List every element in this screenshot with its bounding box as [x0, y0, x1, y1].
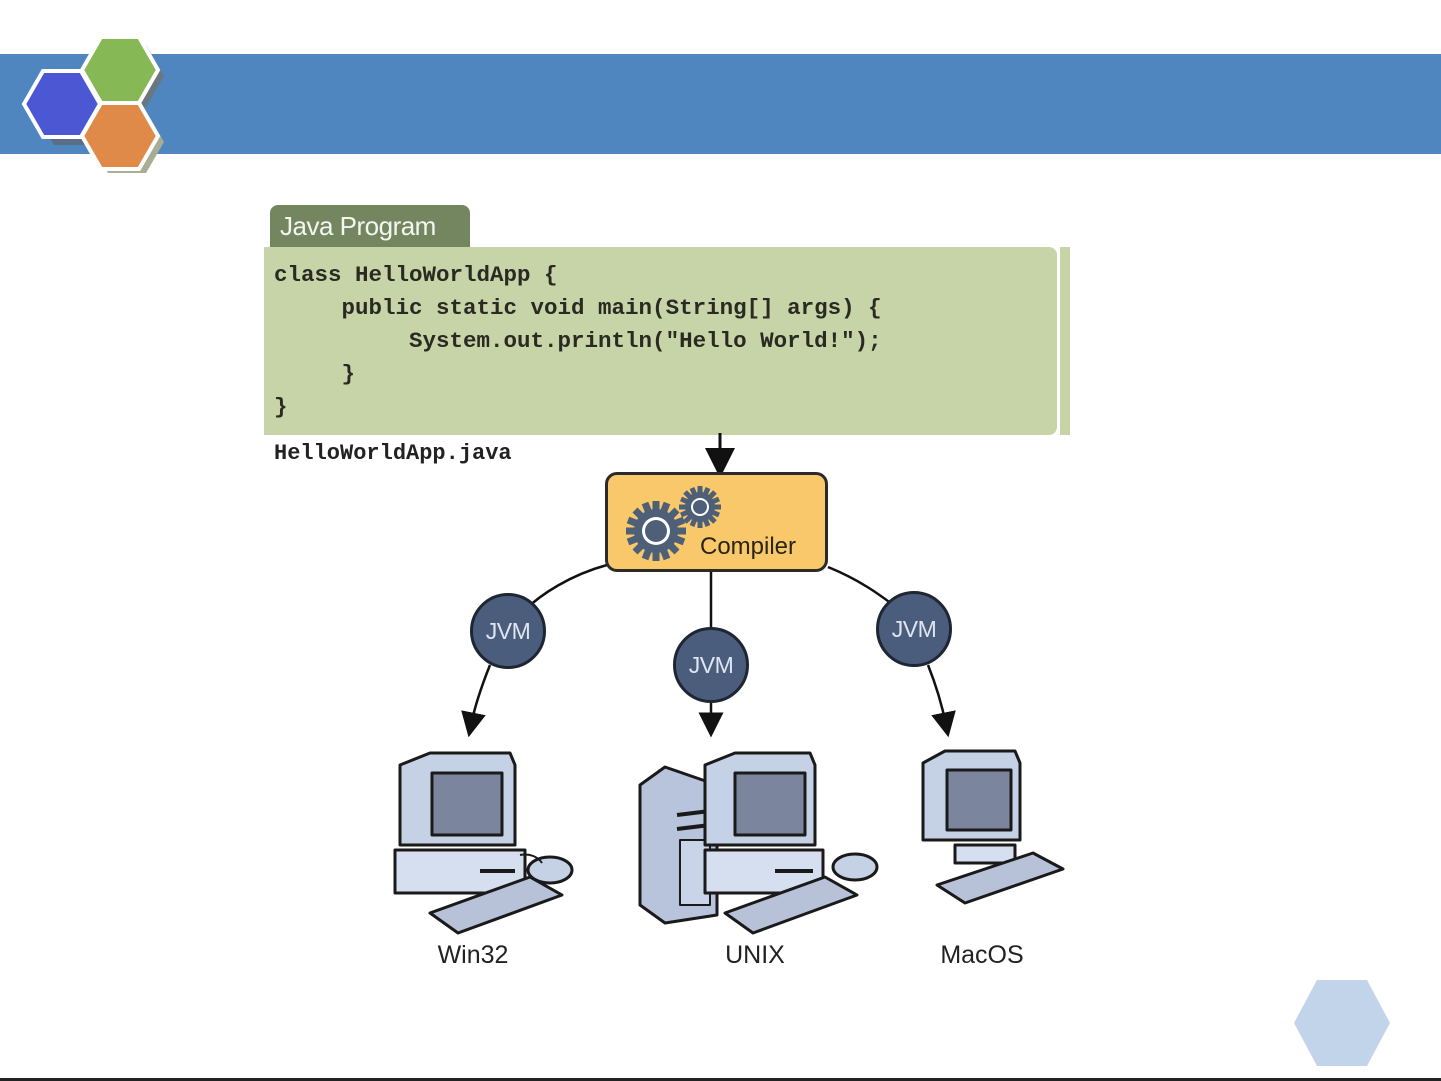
platform-label-macos: MacOS — [912, 941, 1052, 970]
macos-computer-icon — [915, 745, 1075, 905]
hexagon-green — [82, 37, 158, 103]
win32-computer-icon — [390, 745, 590, 935]
arrow-jvm-to-macos — [928, 665, 946, 725]
platform-label-unix: UNIX — [685, 941, 825, 970]
jvm-node-win32: JVM — [470, 593, 546, 669]
corner-hexagon — [1290, 978, 1394, 1068]
logo-hexagons — [0, 30, 200, 180]
line-compiler-to-jvm-right — [828, 567, 896, 607]
compiler-box: Compiler — [605, 472, 828, 572]
jvm-node-macos: JVM — [876, 591, 952, 667]
java-compilation-diagram: Java Program class HelloWorldApp { publi… — [260, 195, 1080, 985]
compiler-label: Compiler — [700, 533, 796, 561]
platform-label-win32: Win32 — [403, 941, 543, 970]
hexagon-orange — [82, 103, 158, 169]
unix-workstation-icon — [635, 745, 885, 935]
header-bar — [0, 54, 1441, 154]
line-compiler-to-jvm-left — [525, 565, 607, 610]
jvm-node-unix: JVM — [673, 627, 749, 703]
arrow-jvm-to-win32 — [471, 665, 490, 725]
